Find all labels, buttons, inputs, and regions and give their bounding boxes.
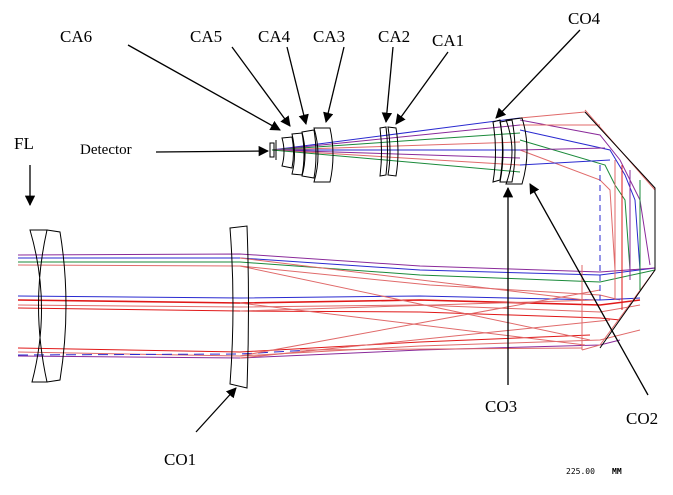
lens-ca5 bbox=[291, 132, 305, 176]
arrow-detector bbox=[155, 145, 270, 157]
lens-ca6 bbox=[281, 136, 294, 169]
lens-co2 bbox=[505, 117, 528, 185]
ray-bundles bbox=[17, 109, 656, 359]
label-ca4: CA4 bbox=[258, 27, 291, 46]
label-detector: Detector bbox=[80, 142, 132, 158]
arrow-co4 bbox=[495, 29, 581, 119]
arrow-co2 bbox=[529, 183, 649, 396]
label-co3: CO3 bbox=[485, 397, 517, 416]
label-co4: CO4 bbox=[568, 9, 601, 28]
label-ca2: CA2 bbox=[378, 27, 410, 46]
leader-arrows bbox=[24, 29, 649, 433]
ray-fold-region bbox=[519, 109, 656, 351]
lens-ca3 bbox=[313, 127, 334, 183]
arrow-ca4 bbox=[286, 46, 309, 126]
scale-unit: MM bbox=[612, 467, 622, 476]
lens-fl bbox=[29, 229, 48, 383]
arrow-ca3 bbox=[323, 46, 345, 124]
label-ca6: CA6 bbox=[60, 27, 92, 46]
ray-bundle-lower bbox=[17, 329, 641, 359]
label-fl: FL bbox=[14, 134, 34, 153]
lens-ca4 bbox=[301, 129, 317, 179]
lens-co3 bbox=[499, 119, 516, 183]
arrow-ca1 bbox=[395, 51, 449, 125]
arrow-co1 bbox=[195, 387, 237, 433]
detector-element bbox=[269, 142, 275, 158]
ray-bundle-relay bbox=[271, 111, 611, 173]
lens-ca2 bbox=[379, 126, 388, 177]
arrow-ca2 bbox=[381, 46, 394, 124]
lens-fl-back bbox=[46, 229, 67, 383]
ray-fan-lower bbox=[239, 257, 611, 359]
label-ca1: CA1 bbox=[432, 31, 464, 50]
label-co2: CO2 bbox=[626, 409, 658, 428]
lens-co1 bbox=[229, 225, 249, 389]
lens-elements bbox=[29, 111, 656, 389]
label-ca3: CA3 bbox=[313, 27, 345, 46]
labels: CA6 CA5 CA4 CA3 CA2 CA1 CO4 FL Detector … bbox=[14, 9, 658, 476]
lens-ca1 bbox=[387, 126, 399, 177]
scale-value: 225.00 bbox=[566, 467, 595, 476]
arrow-ca5 bbox=[231, 46, 291, 127]
label-ca5: CA5 bbox=[190, 27, 222, 46]
ray-bundle-upper bbox=[17, 253, 656, 301]
arrow-ca6 bbox=[127, 44, 281, 131]
label-co1: CO1 bbox=[164, 450, 196, 469]
fold-mirror bbox=[584, 111, 656, 349]
